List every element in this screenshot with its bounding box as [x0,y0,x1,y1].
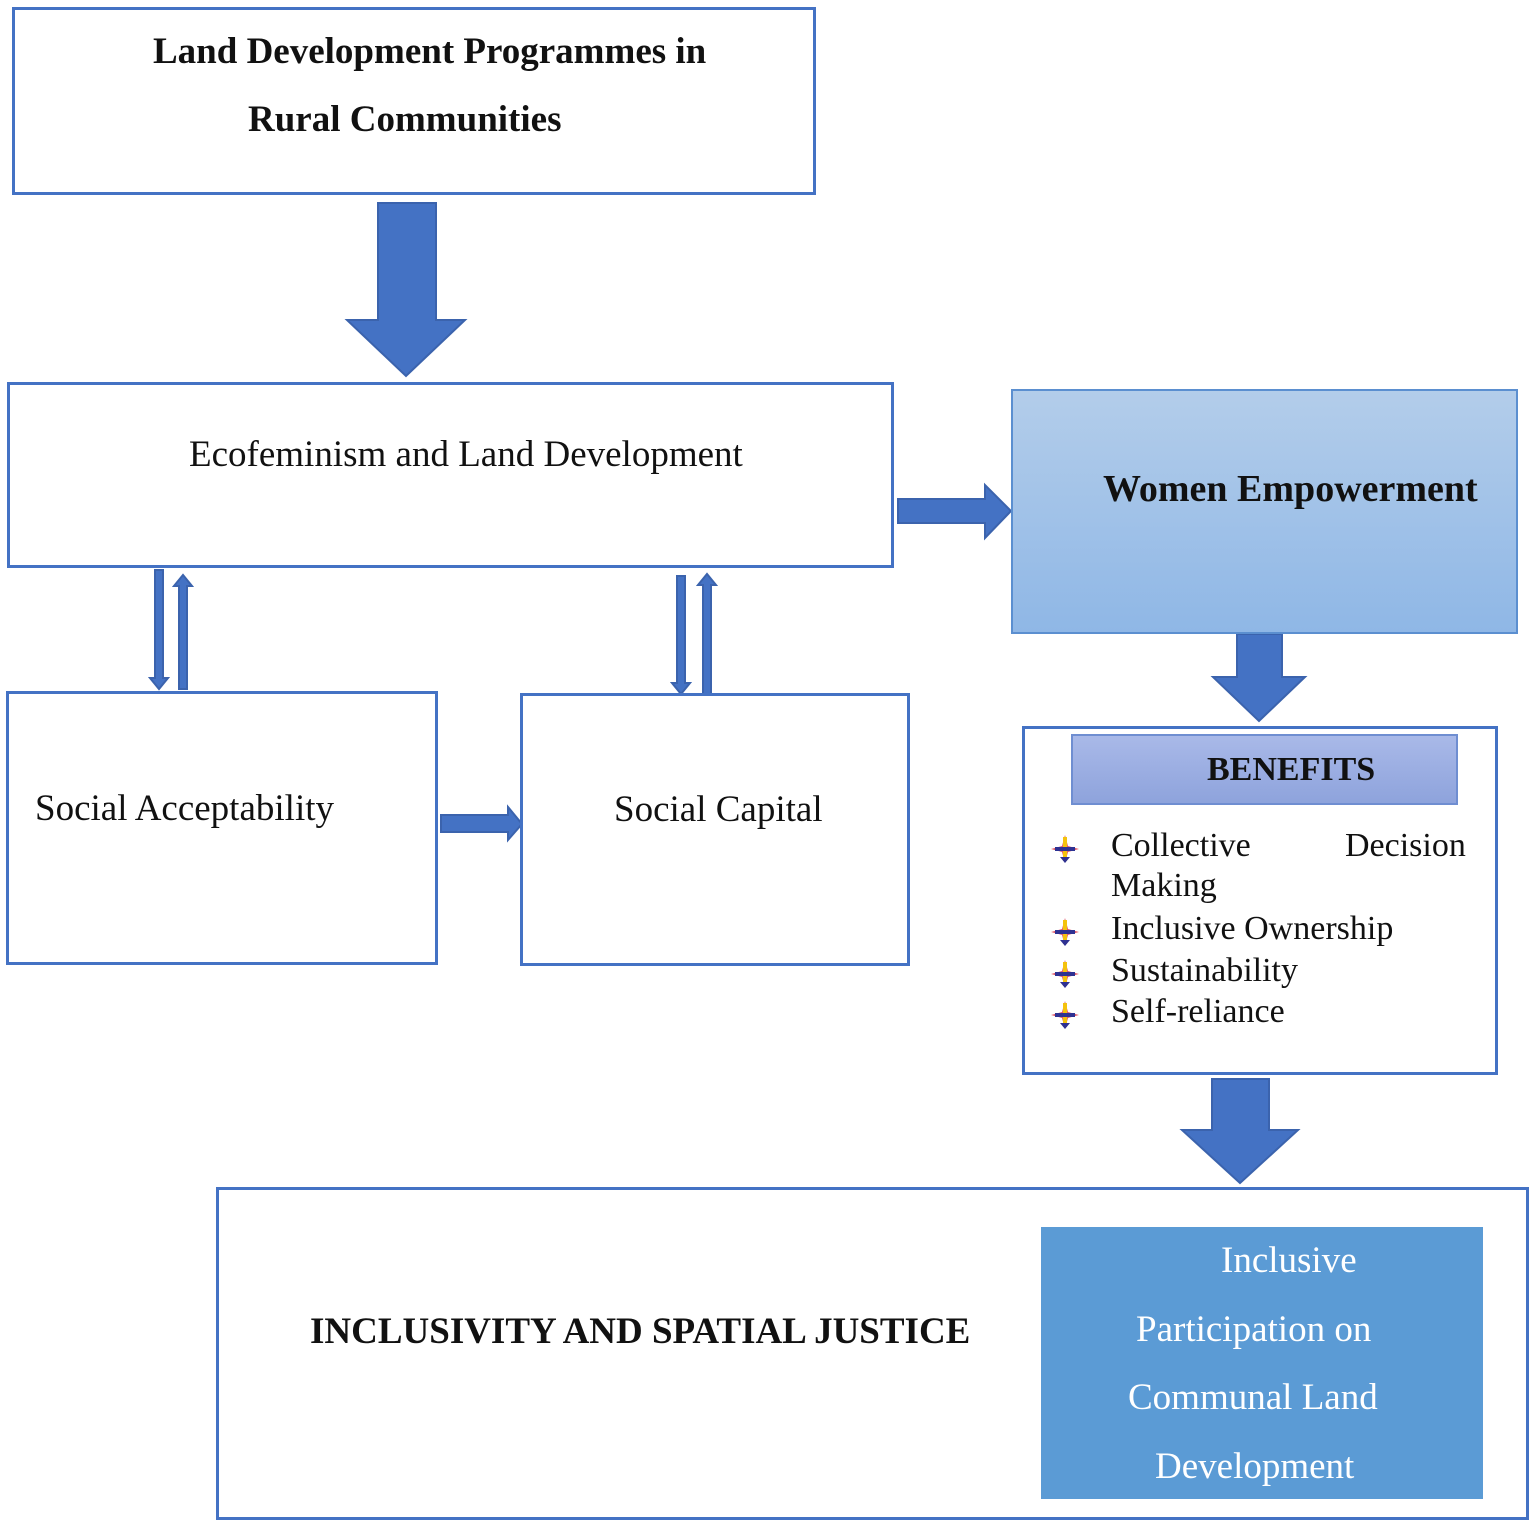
benefit-label-continued: Decision [1345,827,1466,864]
land-development-node: Land Development Programmes in Rural Com… [12,7,816,195]
panel-line: Development [1155,1446,1355,1487]
benefit-label: Sustainability [1111,952,1298,989]
ecofeminism-label: Ecofeminism and Land Development [189,434,743,475]
four-point-star-bullet-icon [1051,835,1079,863]
benefits-node: BENEFITS Collective Decision Making Incl… [1022,726,1498,1075]
social-capital-label: Social Capital [614,789,823,830]
arrow-acceptability-to-capital [440,804,524,843]
panel-line: Communal Land [1128,1377,1378,1418]
inclusivity-label: INCLUSIVITY AND SPATIAL JUSTICE [310,1311,971,1352]
benefit-label: Self-reliance [1111,993,1285,1030]
four-point-star-bullet-icon [1051,918,1079,946]
arrow-eco-to-acceptability [147,569,171,691]
panel-line: Inclusive [1221,1240,1357,1281]
arrow-women-to-benefits [1210,633,1308,723]
arrow-capital-to-eco [695,572,719,695]
arrow-acceptability-to-eco [171,573,195,690]
inclusive-participation-panel: Inclusive Participation on Communal Land… [1041,1227,1483,1499]
four-point-star-bullet-icon [1051,1001,1079,1029]
four-point-star-bullet-icon [1051,960,1079,988]
social-acceptability-label: Social Acceptability [35,788,334,829]
women-empowerment-label: Women Empowerment [1103,468,1478,510]
ecofeminism-node: Ecofeminism and Land Development [7,382,894,568]
arrow-eco-to-capital [669,575,693,696]
benefits-header: BENEFITS [1071,734,1458,805]
arrow-eco-to-women [897,482,1013,541]
benefit-label: Collective [1111,827,1251,864]
land-development-title-line1: Land Development Programmes in [153,31,707,72]
inclusivity-node: INCLUSIVITY AND SPATIAL JUSTICE Inclusiv… [216,1187,1529,1520]
benefit-label: Inclusive Ownership [1111,910,1394,947]
social-capital-node: Social Capital [520,693,910,966]
arrow-benefits-to-inclusivity [1179,1078,1301,1185]
benefit-label-line2: Making [1111,867,1217,904]
arrow-land-to-eco [344,202,468,378]
benefits-header-label: BENEFITS [1207,751,1376,788]
women-empowerment-node: Women Empowerment [1011,389,1518,634]
social-acceptability-node: Social Acceptability [6,691,438,965]
land-development-title-line2: Rural Communities [248,99,562,140]
panel-line: Participation on [1136,1309,1372,1350]
